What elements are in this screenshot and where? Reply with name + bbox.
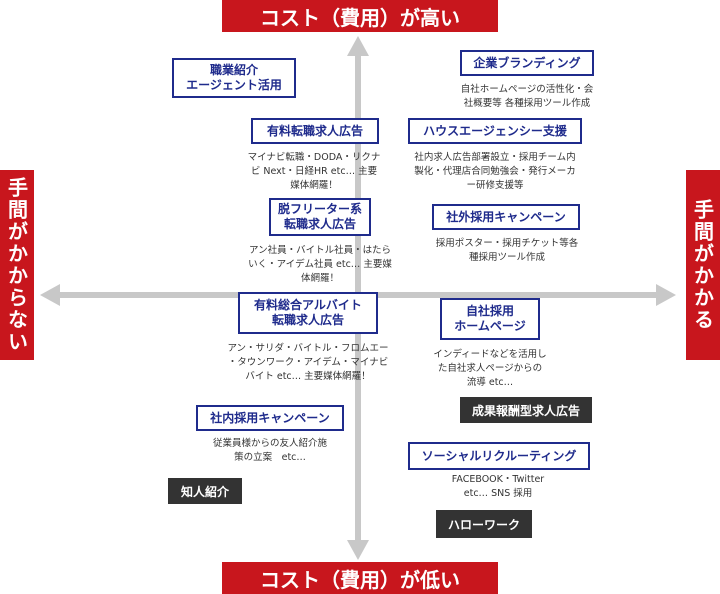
right-arrow-icon <box>656 284 676 306</box>
item-box-social-recruiting: ソーシャルリクルーティング <box>408 442 590 470</box>
dark-label-hello-work: ハローワーク <box>436 510 532 538</box>
up-arrow-icon <box>347 36 369 56</box>
item-box-branding: 企業ブランディング <box>460 50 594 76</box>
axis-label-bottom: コスト（費用）が低い <box>222 562 498 594</box>
item-desc-house-agency: 社内求人広告部署設立・採用チーム内 製化・代理店合同勉強会・発行メーカ ー研修支… <box>414 152 576 191</box>
item-box-freeter-ad: 脱フリーター系 転職求人広告 <box>269 198 371 236</box>
item-box-own-homepage: 自社採用 ホームページ <box>440 298 540 340</box>
item-desc-branding: 自社ホームページの活性化・会 社概要等 各種採用ツール作成 <box>460 84 594 109</box>
item-desc-paid-job-ad: マイナビ転職・DODA・リクナ ビ Next・日経HR etc… 主要 媒体網羅… <box>247 152 381 191</box>
axis-label-left: 手間がかからない <box>0 170 34 360</box>
item-desc-own-homepage: インディードなどを活用し た自社求人ページからの 流導 etc… <box>433 349 547 388</box>
item-desc-social-recruiting: FACEBOOK・Twitter etc… SNS 採用 <box>451 474 545 499</box>
item-box-house-agency: ハウスエージェンシー支援 <box>408 118 582 144</box>
item-box-part-time-ad: 有料総合アルバイト 転職求人広告 <box>238 292 378 334</box>
dark-label-performance-ad: 成果報酬型求人広告 <box>460 397 592 423</box>
dark-label-referral: 知人紹介 <box>168 478 242 504</box>
item-box-internal-campaign: 社内採用キャンペーン <box>196 405 344 431</box>
item-box-agent: 職業紹介 エージェント活用 <box>172 58 296 98</box>
item-desc-part-time-ad: アン・サリダ・バイトル・フロムエー ・タウンワーク・アイデム・マイナビ バイト … <box>227 343 389 382</box>
item-box-paid-job-ad: 有料転職求人広告 <box>251 118 379 144</box>
down-arrow-icon <box>347 540 369 560</box>
item-desc-internal-campaign: 従業員様からの友人紹介施 策の立案 etc… <box>212 438 327 463</box>
item-desc-freeter-ad: アン社員・バイトル社員・はたら いく・アイデム社員 etc… 主要媒 体網羅！ <box>248 245 392 284</box>
axis-label-top: コスト（費用）が高い <box>222 0 498 32</box>
axis-label-right: 手間がかかる <box>686 170 720 360</box>
left-arrow-icon <box>40 284 60 306</box>
item-box-external-campaign: 社外採用キャンペーン <box>432 204 580 230</box>
item-desc-external-campaign: 採用ポスター・採用チケット等各 種採用ツール作成 <box>435 238 579 263</box>
